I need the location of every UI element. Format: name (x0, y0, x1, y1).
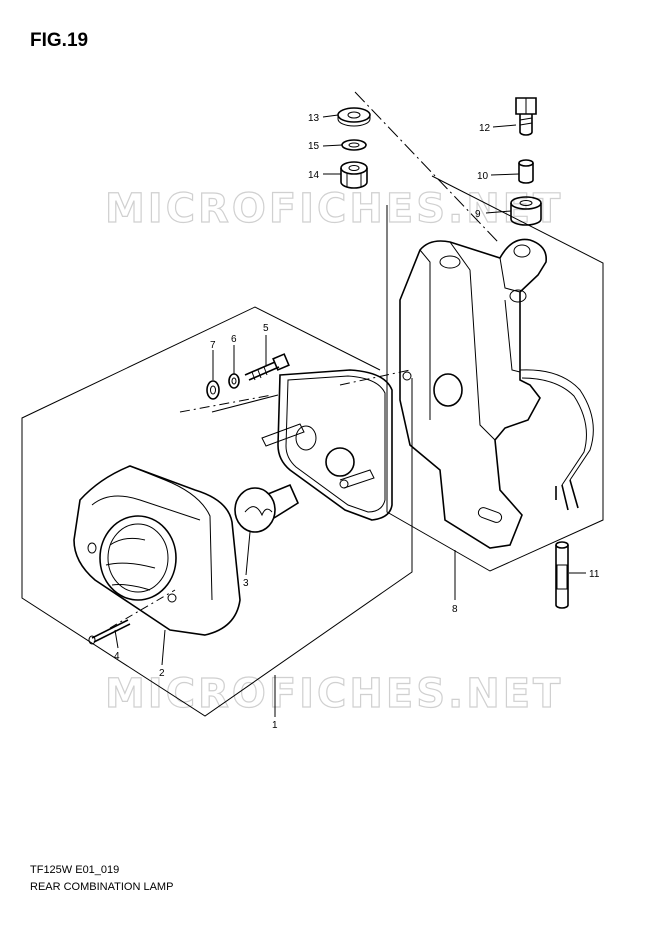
figure-title: FIG.19 (30, 30, 89, 51)
callout-8: 8 (452, 604, 458, 615)
leader-lines (114, 114, 586, 717)
lock-washer-15 (341, 139, 367, 151)
fuse-11 (555, 541, 569, 609)
callout-10: 10 (477, 171, 489, 182)
lamp-assembly-boundary (21, 306, 413, 717)
alignment-line-screw (109, 589, 176, 629)
lens-2 (73, 465, 241, 636)
callout-14: 14 (308, 170, 320, 181)
callout-4: 4 (114, 651, 120, 662)
nut-14 (340, 161, 368, 189)
alignment-line-hardware (354, 91, 499, 243)
alignment-line-washers (179, 394, 273, 413)
collar-10 (518, 159, 534, 184)
bracket-assembly-boundary (386, 175, 604, 572)
screw-5 (244, 353, 290, 381)
lamp-housing (261, 369, 393, 521)
bolt-12 (515, 97, 537, 136)
washer-6 (228, 373, 240, 389)
alignment-line-lamp (339, 369, 411, 386)
watermark-lower: MICROFICHES.NET (105, 671, 563, 717)
footer-code: TF125W E01_019 (30, 864, 120, 876)
washer-13 (337, 107, 371, 127)
watermark-upper: MICROFICHES.NET (105, 186, 563, 232)
callout-5: 5 (263, 323, 269, 334)
callout-12: 12 (479, 123, 491, 134)
callout-15: 15 (308, 141, 320, 152)
bulb-3 (234, 483, 300, 533)
callout-2: 2 (159, 668, 165, 679)
callout-1: 1 (272, 720, 278, 731)
bracket-8 (399, 238, 594, 549)
screw-4 (88, 619, 131, 645)
callout-7: 7 (210, 340, 216, 351)
callout-9: 9 (475, 209, 481, 220)
washer-7 (206, 380, 220, 400)
grommet-9 (510, 196, 542, 226)
footer-caption: REAR COMBINATION LAMP (30, 881, 174, 893)
alignment-line-washers-2 (211, 394, 279, 413)
callout-13: 13 (308, 113, 320, 124)
callout-11: 11 (589, 569, 600, 580)
callout-3: 3 (243, 578, 249, 589)
callout-6: 6 (231, 334, 237, 345)
